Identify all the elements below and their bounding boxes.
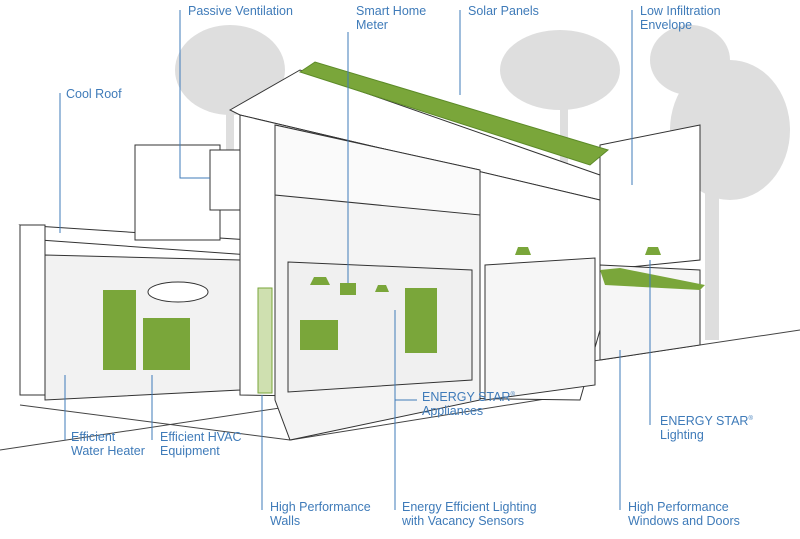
label-passive-ventilation: Passive Ventilation <box>188 4 293 18</box>
label-line: ENERGY STAR <box>660 414 749 429</box>
label-line: ENERGY STAR <box>422 390 511 405</box>
label-line: Walls <box>270 514 301 528</box>
label-line: Meter <box>356 18 388 32</box>
label-line: Equipment <box>160 444 220 458</box>
registered-mark: ® <box>748 416 753 422</box>
label-line: Efficient <box>71 430 116 444</box>
label-line: with Vacancy Sensors <box>402 514 525 528</box>
label-line: Efficient HVAC <box>160 430 242 444</box>
carport <box>18 144 251 401</box>
leader-lines <box>59 10 651 510</box>
label-solar-panels: Solar Panels <box>468 4 539 18</box>
label-line: Envelope <box>640 18 693 32</box>
label-energy-star-appliances: ENERGY STAR® Appliances <box>422 388 515 418</box>
label-line: Lighting <box>660 428 704 443</box>
appliances <box>103 247 661 370</box>
solar-panels <box>298 61 610 166</box>
label-line: High Performance <box>270 500 371 514</box>
label-line: Energy Efficient Lighting <box>402 500 537 514</box>
label-line: Low Infiltration <box>640 4 721 18</box>
main-house <box>228 69 701 441</box>
label-cool-roof: Cool Roof <box>66 87 122 101</box>
passive-vent <box>209 149 241 211</box>
awning <box>600 268 705 290</box>
label-line: Appliances <box>422 404 484 419</box>
insulated-wall <box>257 287 273 394</box>
label-line: High Performance <box>628 500 729 514</box>
label-line: Windows and Doors <box>628 514 740 528</box>
label-line: Smart Home <box>356 4 427 18</box>
registered-mark: ® <box>510 392 515 398</box>
label-energy-star-lighting: ENERGY STAR® Lighting <box>660 412 753 442</box>
label-line: Water Heater <box>71 444 145 458</box>
